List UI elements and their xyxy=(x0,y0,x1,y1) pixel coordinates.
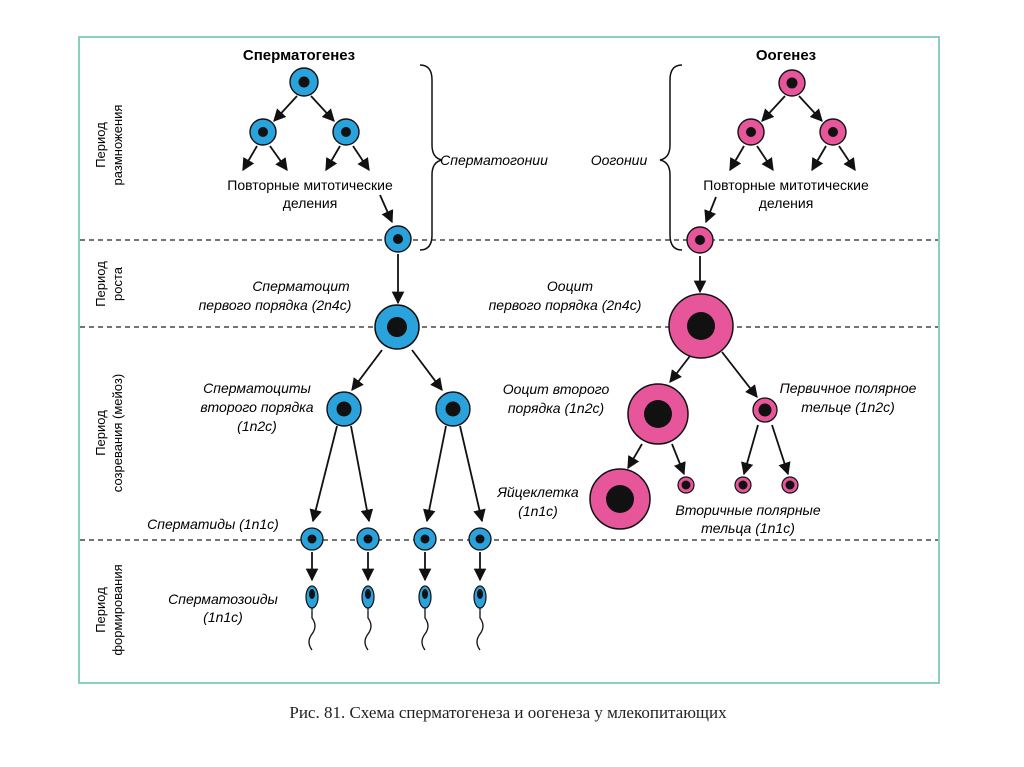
secondary-polar-bodies-label-line2: тельца (1n1c) xyxy=(701,520,795,536)
secondary-spermatocyte-cell xyxy=(435,391,471,427)
period-reproduction: Период размножения xyxy=(93,105,125,186)
oo-mitotic-label-line2: деления xyxy=(759,195,814,211)
spermatid-cell xyxy=(300,527,324,551)
primary-spermatocyte-cell xyxy=(374,304,420,350)
oo-cells xyxy=(589,69,847,530)
spermatogonium-cell xyxy=(332,118,360,146)
oogenesis-title: Оогенез xyxy=(756,47,816,64)
sperm-mitotic-label-line2: деления xyxy=(283,195,338,211)
period-reproduction-line1: Период xyxy=(93,122,108,168)
spermatids-label: Сперматиды (1n1c) xyxy=(147,516,279,532)
oo-mitotic-label-line1: Повторные митотические xyxy=(703,177,869,193)
arrows xyxy=(242,95,856,582)
secondary-oocyte-label-line2: порядка (1n2c) xyxy=(508,400,604,416)
oogonium-cell xyxy=(778,69,806,97)
secondary-polar-bodies-label-line1: Вторичные полярные xyxy=(675,502,820,518)
oogonium-cell xyxy=(819,118,847,146)
period-formation: Период формирования xyxy=(93,564,125,655)
period-maturation-line1: Период xyxy=(93,410,108,456)
oogonia-label: Оогонии xyxy=(591,152,648,168)
period-maturation-line2: созревания (мейоз) xyxy=(110,374,125,492)
spermatozoon xyxy=(418,585,432,651)
spermatozoa-label-line2: (1n1c) xyxy=(203,609,243,625)
spermatogenesis-title: Сперматогенез xyxy=(243,47,355,64)
secondary-oocyte-label-line1: Ооцит второго xyxy=(503,381,610,397)
spermatogonia-brace xyxy=(419,64,443,251)
spermatogonium-cell xyxy=(289,67,319,97)
period-formation-line2: формирования xyxy=(110,564,125,655)
secondary-oocyte-cell xyxy=(627,383,689,445)
secondary-spermatocytes-label-line3: (1n2c) xyxy=(237,418,277,434)
secondary-spermatocyte-cell xyxy=(326,391,362,427)
primary-spermatocyte-label-line2: первого порядка (2n4c) xyxy=(199,297,352,313)
oogonia-brace xyxy=(659,64,683,251)
spermatogonium-cell xyxy=(249,118,277,146)
first-polar-body-label-line1: Первичное полярное xyxy=(780,380,917,396)
first-polar-body-cell xyxy=(752,397,778,423)
secondary-spermatocytes-label-line1: Сперматоциты xyxy=(203,380,311,396)
spermatid-cell xyxy=(468,527,492,551)
spermatogonia-label: Сперматогонии xyxy=(440,152,548,168)
egg-label-line1: Яйцеклетка xyxy=(496,484,579,500)
period-formation-line1: Период xyxy=(93,587,108,633)
spermatozoon xyxy=(361,585,375,651)
spermatid-cell xyxy=(413,527,437,551)
primary-oocyte-label-line1: Ооцит xyxy=(547,278,593,294)
spermatogonium-cell xyxy=(384,225,412,253)
secondary-polar-body-cell xyxy=(677,476,695,494)
secondary-spermatocytes-label-line2: второго порядка xyxy=(200,399,313,415)
secondary-polar-body-cell xyxy=(734,476,752,494)
period-maturation: Период созревания (мейоз) xyxy=(93,374,125,492)
first-polar-body-label-line2: тельце (1n2c) xyxy=(801,399,895,415)
spermatid-cell xyxy=(356,527,380,551)
spermatozoon xyxy=(305,585,319,651)
period-growth-line1: Период xyxy=(93,261,108,307)
egg-label-line2: (1n1c) xyxy=(518,503,558,519)
period-reproduction-line2: размножения xyxy=(110,105,125,186)
primary-oocyte-cell xyxy=(668,293,734,359)
figure-caption: Рис. 81. Схема сперматогенеза и оогенеза… xyxy=(289,703,727,722)
secondary-polar-body-cell xyxy=(781,476,799,494)
primary-spermatocyte-label-line1: Сперматоцит xyxy=(252,278,350,294)
sperm-cells xyxy=(249,67,492,651)
oogonium-cell xyxy=(737,118,765,146)
sperm-mitotic-label-line1: Повторные митотические xyxy=(227,177,393,193)
period-growth-line2: роста xyxy=(110,266,125,301)
spermatozoon xyxy=(473,585,487,651)
spermatozoa-label-line1: Сперматозоиды xyxy=(168,591,278,607)
period-growth: Период роста xyxy=(93,261,125,307)
primary-oocyte-label-line2: первого порядка (2n4c) xyxy=(489,297,642,313)
egg-cell xyxy=(589,468,651,530)
oogonium-cell xyxy=(686,226,714,254)
